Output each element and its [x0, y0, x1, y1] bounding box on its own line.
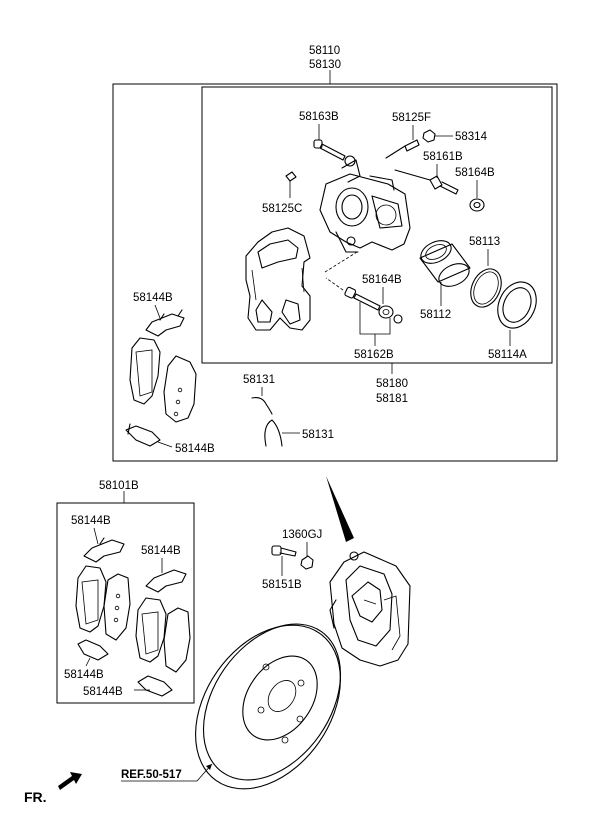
boot-lower-part — [378, 305, 403, 324]
kit-spring-tr-part — [145, 569, 187, 593]
kit-spring-tl-part — [83, 537, 125, 563]
label-bleeder-screw: 58125F — [392, 112, 431, 124]
label-kit-spring-tr: 58144B — [141, 545, 181, 557]
label-kit-spring-bl: 58144B — [64, 669, 104, 681]
label-caliper-bolt: 58151B — [262, 579, 302, 591]
label-caliper-kit-2: 58181 — [376, 393, 408, 405]
label-front: FR. — [24, 789, 47, 805]
pad-kit-frame — [56, 502, 195, 704]
bleeder-screw-part — [385, 139, 420, 159]
label-bleeder-cap: 58314 — [455, 131, 488, 143]
brake-pad-2-part — [163, 355, 197, 423]
body-leader-dash-2 — [325, 277, 344, 291]
guide-bolt-part — [313, 139, 356, 167]
label-piston-seal: 58113 — [469, 236, 500, 248]
brake-pad-1-part — [129, 337, 161, 405]
pad-spring-lower-part — [125, 423, 161, 447]
bleeder-cap-part — [422, 129, 436, 143]
label-pad-spring-upper-left: 58144B — [133, 292, 173, 304]
kit-pad-1-part — [75, 565, 107, 633]
boot-upper-part — [469, 198, 485, 212]
pad-spring-lower-leader — [157, 441, 173, 448]
label-ref: REF.50-517 — [121, 769, 182, 781]
ref-arrowhead — [206, 764, 212, 770]
label-kit-spring-br: 58144B — [83, 686, 123, 698]
label-kit-spring-tl: 58144B — [71, 515, 111, 527]
label-caliper-assy-1: 58110 — [309, 45, 340, 57]
label-anti-squeal-1: 58131 — [243, 374, 275, 386]
kit-spring-bl-leader — [85, 657, 91, 667]
bleeder-cap-left-part — [285, 171, 297, 182]
brake-disc-part — [195, 623, 342, 790]
body-leader-dash — [324, 251, 358, 273]
kit-pad-2-part — [103, 573, 131, 641]
label-guide-bolt: 58163B — [299, 111, 339, 123]
anti-squeal-1-part — [251, 397, 273, 415]
mount-bolt-part — [300, 555, 314, 570]
label-mount-bolt: 1360GJ — [282, 529, 322, 541]
pad-spring-upper-leader — [154, 304, 161, 319]
guide-pin-bolt-part — [394, 169, 459, 195]
kit-spring-br-part — [137, 675, 173, 697]
guide-pin-part — [344, 286, 381, 311]
piston-part — [419, 240, 471, 287]
caliper-kit-frame — [201, 86, 553, 364]
label-pad-spring-lower-left: 58144B — [175, 443, 215, 455]
label-guide-pin-bolt: 58161B — [423, 151, 463, 163]
label-guide-pin-kit: 58162B — [354, 349, 394, 361]
caliper-assembly-frame — [112, 83, 558, 462]
label-piston: 58112 — [420, 309, 451, 321]
kit-pad-4-part — [163, 607, 191, 673]
kit-spring-tl-leader — [93, 527, 99, 545]
label-boot-lower: 58164B — [362, 274, 402, 286]
label-bleeder-cap-left: 58125C — [262, 203, 302, 215]
kit-spring-bl-part — [77, 639, 109, 661]
piston-boot-part — [497, 281, 537, 329]
caliper-body-part — [319, 159, 411, 253]
kit-pad-3-part — [135, 597, 167, 663]
caliper-bolt-part — [271, 545, 297, 557]
label-caliper-assy-2: 58130 — [309, 59, 341, 71]
anti-squeal-2-part — [264, 419, 283, 447]
assembly-pointer-arrow — [326, 476, 354, 542]
front-direction-arrow — [58, 772, 82, 790]
label-piston-boot: 58114A — [488, 349, 527, 361]
pad-spring-upper-part — [145, 309, 185, 337]
label-anti-squeal-2: 58131 — [302, 429, 334, 441]
piston-seal-part — [470, 268, 502, 308]
label-pad-kit: 58101B — [99, 480, 139, 492]
lower-caliper-part — [329, 551, 411, 667]
label-caliper-kit-1: 58180 — [376, 378, 408, 390]
label-boot-upper: 58164B — [455, 167, 495, 179]
caliper-bracket-part — [245, 227, 311, 331]
